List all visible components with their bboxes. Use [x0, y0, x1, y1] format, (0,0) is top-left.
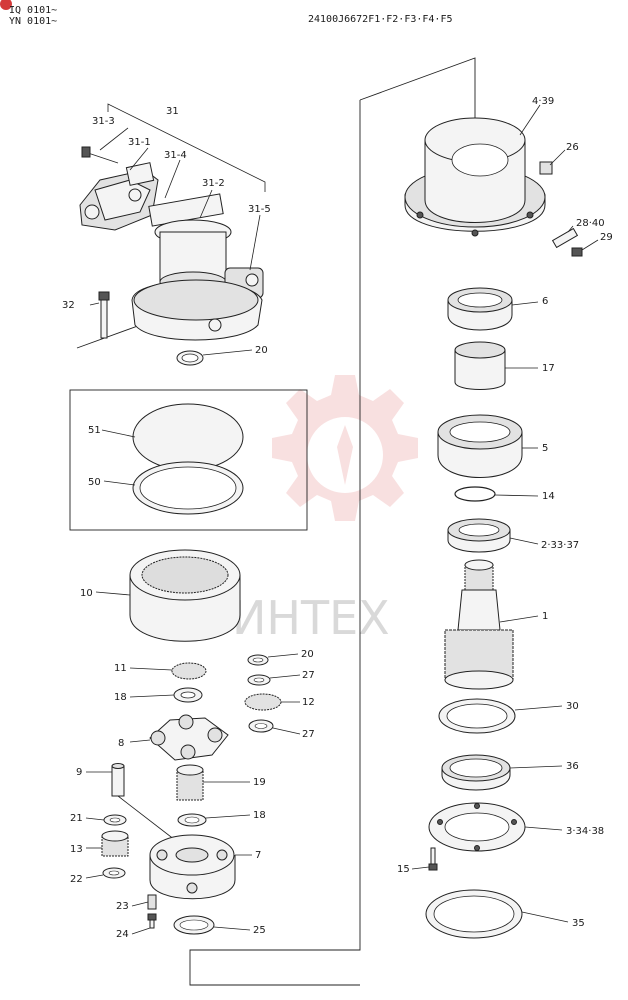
label-51: 51: [88, 425, 101, 436]
planet-gear-13: [101, 830, 129, 857]
label-32: 32: [62, 300, 75, 311]
watermark-text: ИНТЕХ: [232, 591, 390, 645]
label-12: 12: [302, 697, 315, 708]
corner-marker-icon: [0, 0, 12, 10]
screw-24: [147, 913, 157, 929]
label-10: 10: [80, 588, 93, 599]
watermark-gear-logo: [272, 375, 418, 521]
seal-kit-box: [69, 389, 308, 531]
label-6: 6: [542, 296, 548, 307]
label-30: 30: [566, 701, 579, 712]
label-31-4: 31-4: [164, 150, 187, 161]
planet-gear-12: [244, 693, 282, 711]
label-20-top: 20: [255, 345, 268, 356]
label-26: 26: [566, 142, 579, 153]
carrier-7: [149, 834, 236, 900]
label-2-33-37: 2·33·37: [541, 540, 579, 551]
label-25: 25: [253, 925, 266, 936]
label-8: 8: [118, 738, 124, 749]
bearing-5: [437, 414, 523, 478]
label-14: 14: [542, 491, 555, 502]
ring-36: [441, 754, 511, 791]
oil-seal-2: [447, 518, 511, 553]
drawing-code: 24100J6672F1·F2·F3·F4·F5: [308, 14, 453, 25]
pinion-shaft-1: [444, 559, 514, 690]
label-7: 7: [255, 850, 261, 861]
o-ring-14: [454, 486, 496, 502]
label-13: 13: [70, 844, 83, 855]
label-36: 36: [566, 761, 579, 772]
cover-3: [428, 802, 526, 852]
bolt-32: [98, 291, 110, 339]
dowel-28: [551, 227, 579, 249]
label-4-39: 4·39: [532, 96, 554, 107]
pin-23: [147, 894, 157, 910]
label-29: 29: [600, 232, 613, 243]
label-20-right: 20: [301, 649, 314, 660]
label-31-5: 31-5: [248, 204, 271, 215]
label-28-40: 28·40: [576, 218, 605, 229]
plug-26: [539, 161, 553, 175]
label-27-lower: 27: [302, 729, 315, 740]
label-31: 31: [166, 106, 179, 117]
serial-range-2: YN 0101~: [9, 16, 57, 27]
label-3-34-38: 3·34·38: [566, 826, 604, 837]
planet-gear-11: [171, 662, 207, 680]
label-50: 50: [88, 477, 101, 488]
label-1: 1: [542, 611, 548, 622]
label-31-1: 31-1: [128, 137, 151, 148]
plug-29: [571, 247, 583, 257]
label-35: 35: [572, 918, 585, 929]
label-15: 15: [397, 864, 410, 875]
housing-4: [404, 117, 546, 237]
label-27-upper: 27: [302, 670, 315, 681]
cover-plate-51: [132, 403, 244, 471]
carrier-8: [149, 714, 229, 761]
ring-gear-10: [129, 549, 241, 642]
sun-gear-19: [176, 764, 204, 801]
label-31-3: 31-3: [92, 116, 115, 127]
pin-9: [111, 763, 125, 797]
label-21: 21: [70, 813, 83, 824]
label-18-lower: 18: [253, 810, 266, 821]
bearing-6: [447, 287, 513, 331]
label-22: 22: [70, 874, 83, 885]
label-24: 24: [116, 929, 129, 940]
bolt-15: [428, 847, 438, 871]
hydraulic-motor-assembly: [79, 103, 266, 341]
label-11: 11: [114, 663, 127, 674]
serial-range-1: IQ 0101~: [9, 5, 57, 16]
label-18-upper: 18: [114, 692, 127, 703]
part-labels: 31 31-3 31-1 31-4 31-2 31-5 32 20 51 50 …: [62, 96, 613, 940]
label-5: 5: [542, 443, 548, 454]
label-17: 17: [542, 363, 555, 374]
label-9: 9: [76, 767, 82, 778]
label-31-2: 31-2: [202, 178, 225, 189]
sleeve-17: [454, 341, 506, 390]
label-23: 23: [116, 901, 129, 912]
label-19: 19: [253, 777, 266, 788]
